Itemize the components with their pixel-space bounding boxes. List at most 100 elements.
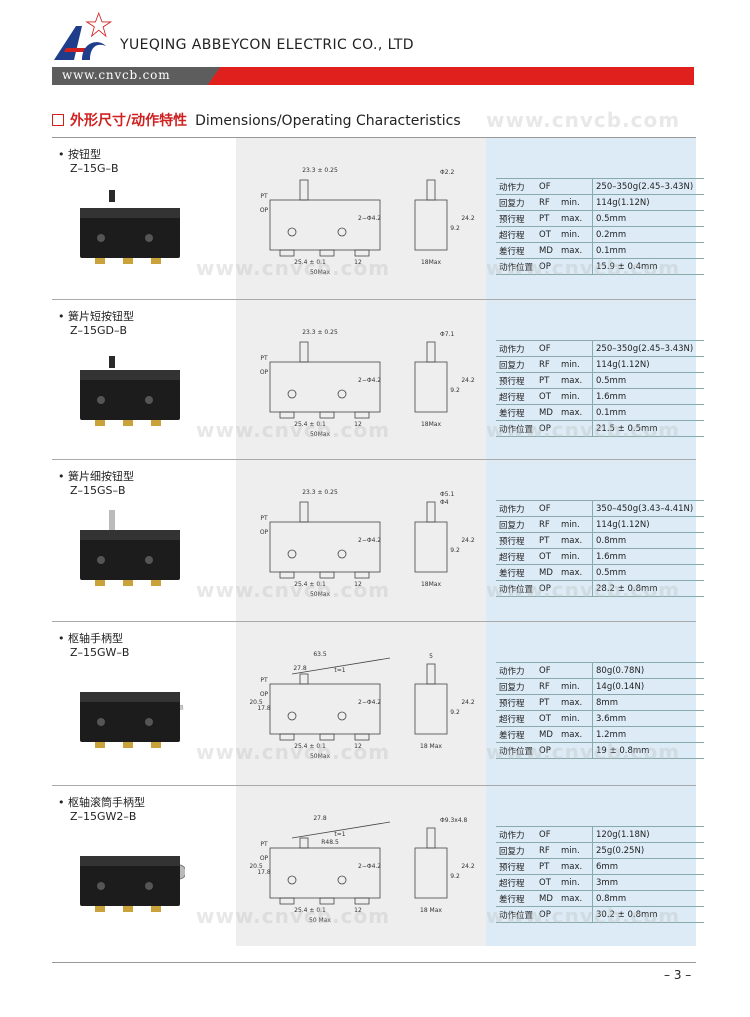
product-name-cn: • 枢轴滚筒手柄型 <box>58 796 145 809</box>
spec-cell: 动作位置 <box>496 906 537 923</box>
spec-cell: 0.5mm <box>592 210 705 227</box>
spec-cell: RF <box>536 842 559 859</box>
dimension-diameter: Φ7.1 <box>440 331 454 338</box>
page-number: – 3 – <box>664 968 692 982</box>
spec-cell: max. <box>558 694 593 711</box>
product-model: Z–15GW–B <box>70 646 130 659</box>
spec-cell: OF <box>536 500 559 517</box>
dimension-right: 12 <box>354 907 362 914</box>
dimension-thickness: t=1 <box>334 831 345 838</box>
dimension-h2: 24.2 <box>461 863 475 870</box>
dimension-width: 5 <box>429 653 433 660</box>
spec-cell: min. <box>558 710 593 727</box>
spec-cell: MD <box>536 726 559 743</box>
spec-cell: max. <box>558 242 593 259</box>
dimension-base: 25.4 ± 0.1 <box>294 743 326 750</box>
company-name: YUEQING ABBEYCON ELECTRIC CO., LTD <box>120 37 414 53</box>
spec-cell: 25g(0.25N) <box>592 842 705 859</box>
dimension-h2: 24.2 <box>461 377 475 384</box>
dimension-top: 27.8 <box>313 815 327 822</box>
spec-cell: 动作位置 <box>496 258 537 275</box>
spec-cell: min. <box>558 874 593 891</box>
dimension-h2: 24.2 <box>461 215 475 222</box>
dimension-op: OP <box>260 529 269 536</box>
dimension-max: 50 Max <box>309 917 331 924</box>
diagram-panel <box>236 622 486 786</box>
spec-cell: 预行程 <box>496 694 537 711</box>
title-en: Dimensions/Operating Characteristics <box>195 113 461 129</box>
dimension-h1: 9.2 <box>450 225 460 232</box>
diagram-panel <box>236 138 486 300</box>
spec-cell: 超行程 <box>496 710 537 727</box>
section-divider <box>52 299 696 300</box>
dimension-h1: 9.2 <box>450 387 460 394</box>
spec-cell: 250–350g(2.45–3.43N) <box>592 178 705 195</box>
spec-cell: 15.9 ± 0.4mm <box>592 258 705 275</box>
spec-cell: 差行程 <box>496 890 537 907</box>
spec-cell: 0.5mm <box>592 372 705 389</box>
spec-cell: OP <box>536 906 559 923</box>
spec-cell <box>558 662 593 679</box>
spec-cell: 差行程 <box>496 726 537 743</box>
spec-cell: 预行程 <box>496 858 537 875</box>
spec-cell <box>558 258 593 275</box>
dimension-base: 25.4 ± 0.1 <box>294 421 326 428</box>
spec-cell: 动作位置 <box>496 742 537 759</box>
spec-cell: 超行程 <box>496 226 537 243</box>
spec-cell: RF <box>536 516 559 533</box>
product-model: Z–15G–B <box>70 162 119 175</box>
product-name-cn: • 簧片细按钮型 <box>58 470 134 483</box>
spec-cell: OP <box>536 420 559 437</box>
dimension-side-max: 18 Max <box>420 743 442 750</box>
spec-cell: PT <box>536 858 559 875</box>
spec-cell: 114g(1.12N) <box>592 356 705 373</box>
spec-cell: 0.2mm <box>592 226 705 243</box>
watermark: www.cnvcb.com <box>486 108 681 132</box>
spec-cell: max. <box>558 404 593 421</box>
dimension-diameter-2: Φ4 <box>440 499 449 506</box>
dimension-top: 63.5 <box>313 651 327 658</box>
spec-cell: min. <box>558 842 593 859</box>
spec-cell: MD <box>536 404 559 421</box>
dimension-h1: 9.2 <box>450 709 460 716</box>
spec-cell: 19 ± 0.8mm <box>592 742 705 759</box>
spec-cell: 超行程 <box>496 874 537 891</box>
spec-cell: 350–450g(3.43–4.41N) <box>592 500 705 517</box>
spec-cell <box>558 340 593 357</box>
dimension-hole: 2−Φ4.2 <box>358 377 381 384</box>
spec-cell: max. <box>558 858 593 875</box>
product-name-cn: • 按钮型 <box>58 148 101 161</box>
switch-photo <box>80 856 185 912</box>
dimension-max: 50Max <box>310 591 330 598</box>
spec-cell: 3mm <box>592 874 705 891</box>
dimension-op: OP <box>260 207 269 214</box>
spec-cell: OP <box>536 258 559 275</box>
spec-cell: 250–350g(2.45–3.43N) <box>592 340 705 357</box>
spec-cell: min. <box>558 194 593 211</box>
spec-cell: 6mm <box>592 858 705 875</box>
product-name-cn: • 簧片短按钮型 <box>58 310 134 323</box>
spec-cell: 30.2 ± 0.8mm <box>592 906 705 923</box>
spec-cell <box>558 178 593 195</box>
spec-cell: OT <box>536 874 559 891</box>
spec-cell: OF <box>536 826 559 843</box>
switch-photo <box>80 510 180 586</box>
spec-cell <box>558 500 593 517</box>
diagram-panel <box>236 300 486 460</box>
spec-cell: 动作力 <box>496 826 537 843</box>
spec-cell: MD <box>536 564 559 581</box>
top-rule <box>52 137 696 138</box>
dimension-a: 20.5 <box>250 699 263 706</box>
spec-cell <box>558 826 593 843</box>
dimension-base: 25.4 ± 0.1 <box>294 907 326 914</box>
spec-cell: OF <box>536 340 559 357</box>
spec-cell: 动作力 <box>496 500 537 517</box>
